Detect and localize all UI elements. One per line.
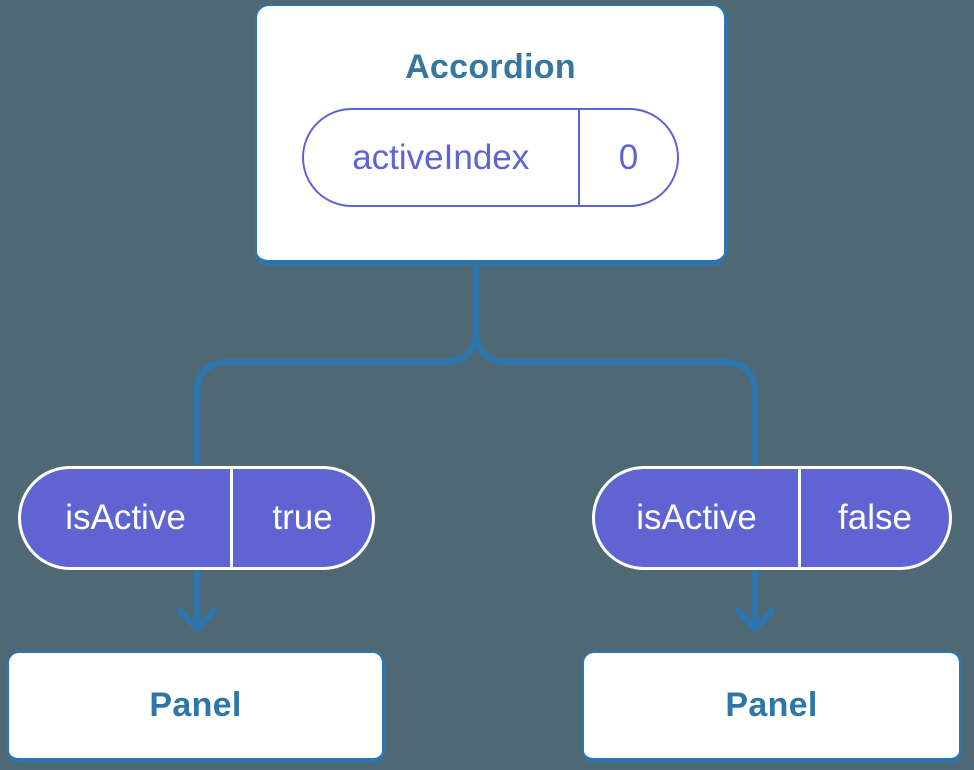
component-title: Accordion [405,48,576,86]
left-branch-line [193,262,480,626]
prop-pill-value: false [838,498,912,537]
panel-label: Panel [149,686,242,724]
prop-pill-name: isActive [636,498,757,537]
panel-label: Panel [725,686,818,724]
state-pill-name: activeIndex [352,137,530,177]
pill-divider [577,110,580,205]
pill-divider [798,469,801,567]
state-pill-activeindex: activeIndex 0 [302,108,679,207]
right-branch-line [472,262,759,626]
state-pill-value: 0 [618,137,639,177]
accordion-component-card: Accordion activeIndex 0 [255,4,727,266]
prop-pill-value: true [272,498,333,537]
panel-card-right: Panel [582,651,962,763]
panel-card-left: Panel [7,651,385,763]
prop-pill-name: isActive [65,498,186,537]
prop-pill-isactive-true: isActive true [18,466,375,570]
left-arrowhead-icon [176,607,218,633]
right-arrowhead-icon [734,607,776,633]
prop-pill-isactive-false: isActive false [592,466,952,570]
pill-divider [230,469,233,567]
